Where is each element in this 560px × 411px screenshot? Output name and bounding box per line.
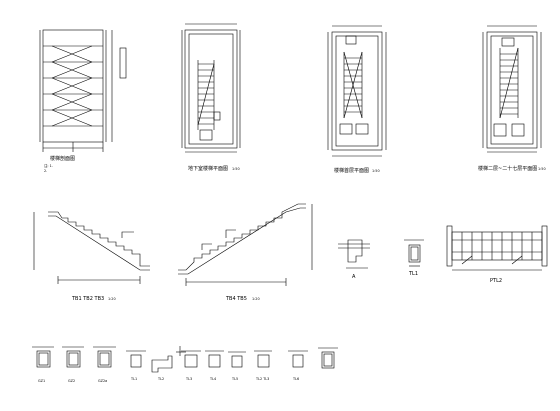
scale-basement-plan: 1:50 xyxy=(232,167,240,171)
label-tl2: TL2 xyxy=(157,377,164,381)
title-detail-a: A xyxy=(352,274,356,280)
label-tl3: TL3 xyxy=(185,377,192,381)
label-tl4: TL4 xyxy=(209,377,216,381)
section-outline xyxy=(42,29,104,143)
title-beam-ptl2: PTL2 xyxy=(490,278,502,284)
scale-typical-plan: 1:50 xyxy=(538,167,546,171)
view-flight-tb4 xyxy=(178,203,313,286)
section-tl4-shape xyxy=(205,350,224,368)
scale-ground-plan: 1:50 xyxy=(372,169,380,173)
title-flight-tb4: TB4 TB5 xyxy=(225,296,247,302)
view-basement-stair-plan xyxy=(181,23,241,153)
section-tl5-shape xyxy=(228,351,246,368)
title-stair-section: 楼梯剖面图 xyxy=(50,155,75,162)
section-gz2-shape xyxy=(62,346,84,368)
view-detail-a xyxy=(338,239,370,269)
section-tl3-shape xyxy=(181,350,201,368)
view-stair-section xyxy=(39,29,127,152)
title-basement-plan: 地下室楼梯平面图 xyxy=(188,165,228,172)
label-gz2: GZ2 xyxy=(68,379,75,383)
scale-flight-tb4: 1:20 xyxy=(252,297,260,301)
title-flight-tb1: TB1 TB2 TB3 xyxy=(71,296,104,302)
scale-flight-tb1: 1:20 xyxy=(108,297,116,301)
section-tl2-tl3-shape xyxy=(254,350,272,368)
view-beam-ptl2 xyxy=(446,225,548,271)
section-tl6-shape xyxy=(288,350,308,368)
view-typical-stair-plan xyxy=(482,25,542,153)
title-ground-plan: 楼梯首层平面图 xyxy=(334,167,369,174)
label-tl2-tl3: TL2 TL3 xyxy=(255,377,269,381)
title-typical-plan: 楼梯二层~二十七层平面图 xyxy=(478,165,537,172)
section-gz1-shape xyxy=(32,346,54,368)
view-section-tl1 xyxy=(404,239,424,267)
section-tl2-shape xyxy=(151,346,186,373)
note-1: 注: 1. xyxy=(44,163,53,168)
section-tl7-shape xyxy=(318,347,338,369)
section-tl1-shape xyxy=(126,350,146,368)
label-gz1: GZ1 xyxy=(38,379,45,383)
view-ground-stair-plan xyxy=(327,25,387,157)
title-section-tl1: TL1 xyxy=(408,271,418,277)
label-tl6: TL6 xyxy=(292,377,299,381)
label-gz2a: GZ2a xyxy=(98,379,107,383)
note-2: 2. xyxy=(44,169,47,173)
view-flight-tb1 xyxy=(33,211,150,284)
label-tl1: TL1 xyxy=(130,377,137,381)
label-tl5: TL5 xyxy=(231,377,238,381)
section-gz2a-shape xyxy=(93,346,116,368)
